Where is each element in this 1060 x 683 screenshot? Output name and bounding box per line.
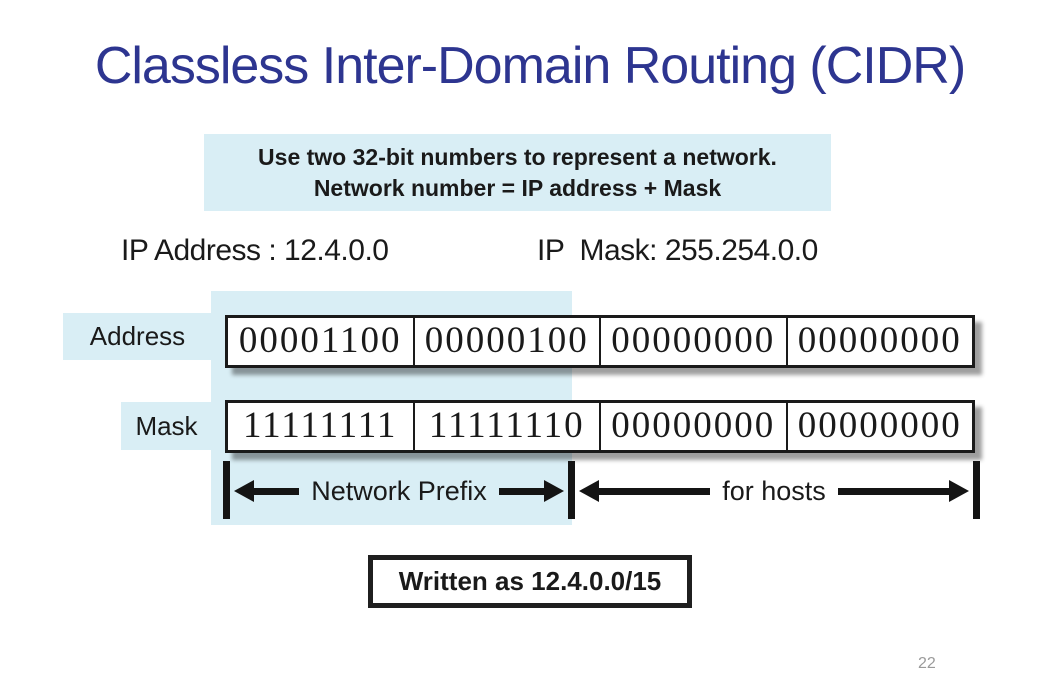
written-as-box: Written as 12.4.0.0/15 — [368, 555, 692, 608]
arrow-right-icon — [837, 480, 970, 502]
arrow-right-icon — [498, 480, 565, 502]
mask-octet-3: 00000000 — [599, 403, 786, 450]
instruction-line-1: Use two 32-bit numbers to represent a ne… — [258, 143, 777, 170]
mask-bits-row: 11111111 11111110 00000000 00000000 — [225, 400, 975, 453]
mask-octet-1: 11111111 — [243, 405, 398, 446]
address-octet-3: 00000000 — [599, 318, 786, 365]
span-divider-bar-middle — [568, 461, 575, 519]
span-divider-bar-left — [223, 461, 230, 519]
arrow-left-icon — [579, 480, 711, 502]
instruction-line-2: Network number = IP address + Mask — [313, 174, 722, 201]
mask-row-label: Mask — [121, 402, 212, 450]
address-bits-row: 00001100 00000100 00000000 00000000 — [225, 315, 975, 368]
written-as-text: Written as 12.4.0.0/15 — [398, 566, 662, 596]
span-divider-bar-right — [973, 461, 980, 519]
instruction-box: Use two 32-bit numbers to represent a ne… — [204, 134, 831, 211]
for-hosts-label: for hosts — [722, 475, 826, 506]
arrow-left-icon — [234, 480, 300, 502]
ip-summary-line: IP Address : 12.4.0.0 IP Mask: 255.254.0… — [0, 234, 1060, 274]
address-octet-1: 00001100 — [238, 320, 402, 361]
network-prefix-span: Network Prefix — [234, 475, 565, 506]
page-number: 22 — [918, 655, 936, 672]
address-octet-4: 00000000 — [785, 318, 973, 365]
network-prefix-label: Network Prefix — [311, 475, 487, 506]
ip-address-text: IP Address : 12.4.0.0 — [121, 234, 389, 267]
mask-octet-2: 11111110 — [412, 403, 600, 450]
for-hosts-span: for hosts — [579, 475, 970, 506]
slide-title: Classless Inter-Domain Routing (CIDR) — [94, 37, 966, 95]
address-octet-2: 00000100 — [412, 318, 600, 365]
mask-octet-4: 00000000 — [785, 403, 973, 450]
ip-mask-text: IP Mask: 255.254.0.0 — [537, 234, 818, 267]
address-row-label: Address — [63, 313, 212, 360]
